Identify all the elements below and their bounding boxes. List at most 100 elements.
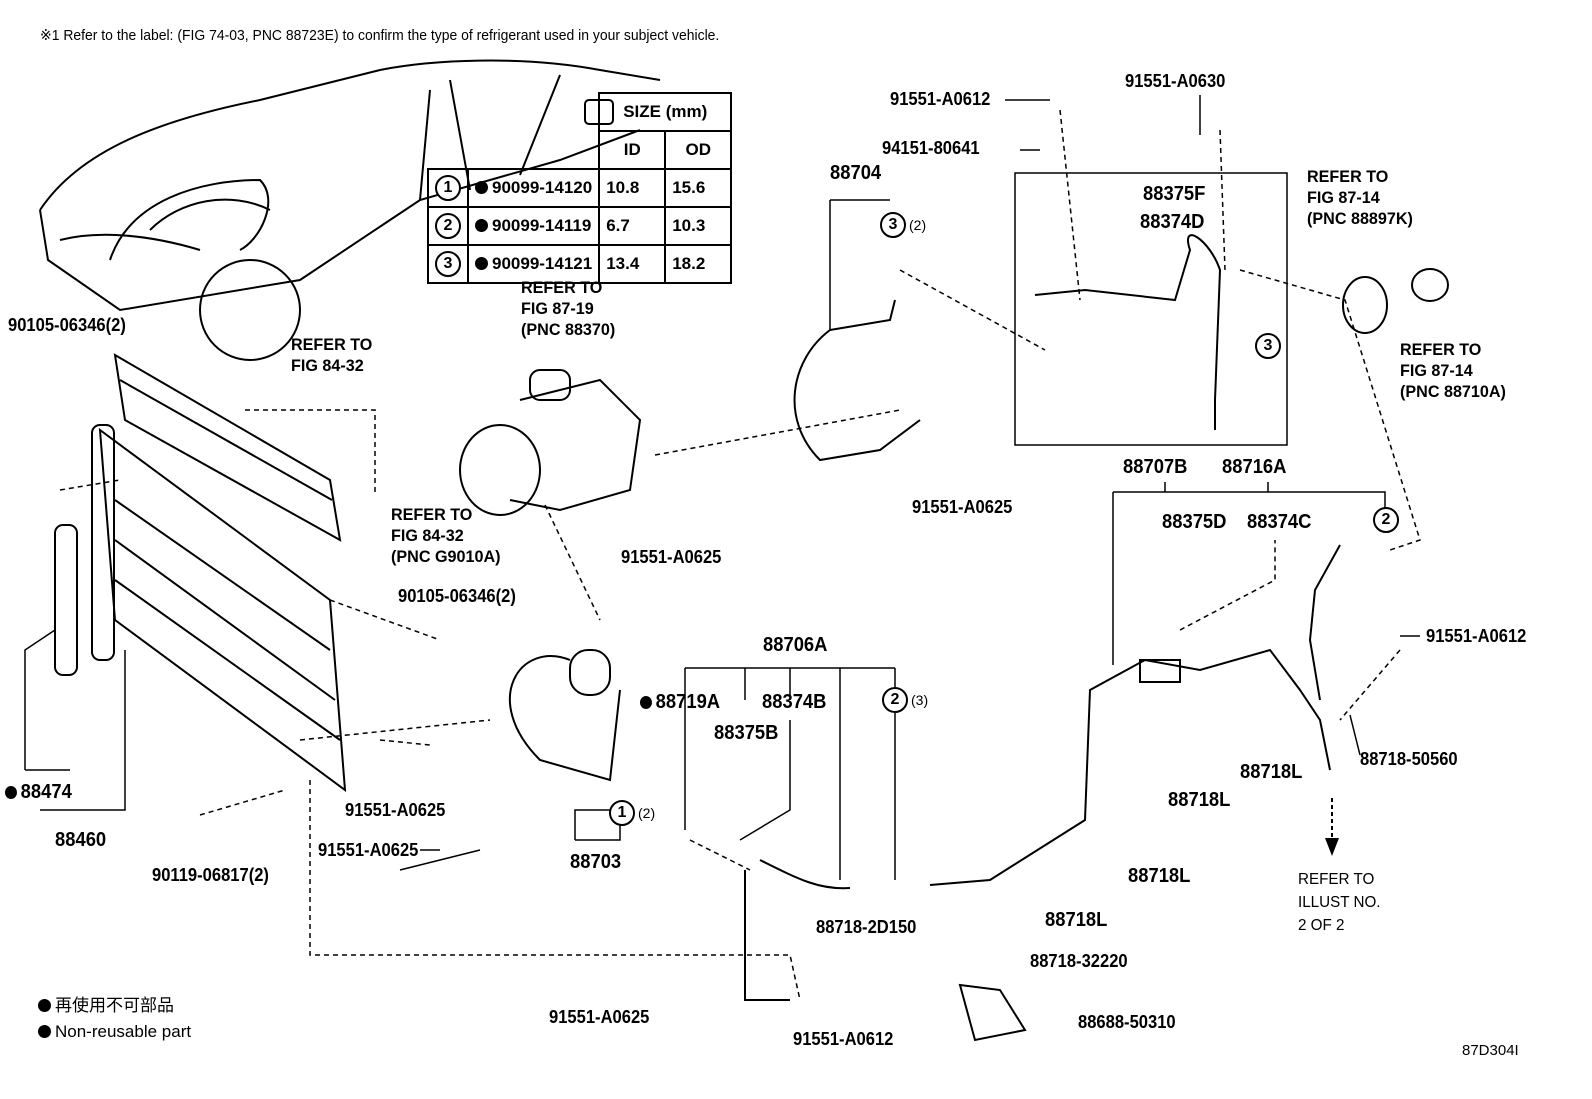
part-label[interactable]: 88374B (762, 691, 827, 713)
part-label-non-reusable[interactable]: 88474 (5, 782, 72, 802)
col-id: ID (598, 130, 667, 170)
hoses (509, 234, 1449, 1042)
part-label[interactable]: 91551-A0625 (621, 547, 722, 567)
circled-number: 3 (1255, 333, 1281, 359)
ref-line: REFER TO (1400, 340, 1482, 359)
non-reusable-dot-icon (475, 257, 488, 270)
part-label[interactable]: 90119-06817(2) (152, 865, 269, 885)
quantity: (2) (638, 805, 656, 821)
ref-line: REFER TO (291, 335, 373, 354)
part-label[interactable]: 88716A (1222, 456, 1287, 478)
row-ref: 3 (435, 251, 461, 277)
part-label[interactable]: 88718-50560 (1360, 749, 1458, 769)
ref-line: (PNC G9010A) (391, 547, 501, 566)
non-reusable-dot-icon (475, 181, 488, 194)
part-label[interactable]: 88688-50310 (1078, 1012, 1176, 1032)
leader-lines (24, 95, 1420, 880)
circled-number: 3 (880, 212, 906, 238)
reference-fig-84-32[interactable]: REFER TO FIG 84-32 (291, 334, 372, 376)
part-label[interactable]: 88718L (1128, 865, 1191, 887)
col-od: OD (664, 130, 733, 170)
part-number: 90099-14121 (492, 254, 593, 273)
circled-ref: 2 (1373, 507, 1399, 533)
ref-line: FIG 87-14 (1307, 188, 1380, 207)
table-row: 1 90099-14120 10.8 15.6 (427, 168, 733, 208)
inner-diameter: 10.8 (598, 168, 667, 208)
part-label[interactable]: 88375D (1162, 511, 1227, 533)
circled-ref: 2(3) (882, 687, 928, 713)
part-number: 88719A (655, 691, 721, 713)
row-ref: 2 (435, 213, 461, 239)
part-label[interactable]: 88707B (1123, 456, 1188, 478)
part-label[interactable]: 88718-2D150 (816, 917, 917, 937)
part-label[interactable]: 88718L (1045, 909, 1108, 931)
part-label[interactable]: 91551-A0630 (1125, 71, 1226, 91)
part-label[interactable]: 88718L (1168, 789, 1231, 811)
ref-line: REFER TO (1307, 167, 1389, 186)
part-number: 90099-14119 (492, 216, 592, 235)
compressor (459, 369, 642, 516)
part-number: 88474 (20, 781, 72, 803)
ref-line: FIG 84-32 (291, 356, 364, 375)
part-label[interactable]: 94151-80641 (882, 138, 980, 158)
part-label[interactable]: 91551-A0612 (1426, 626, 1527, 646)
circled-number: 2 (882, 687, 908, 713)
quantity: (3) (911, 692, 929, 708)
non-reusable-dot-icon (38, 1025, 51, 1038)
ref-line: FIG 87-14 (1400, 361, 1473, 380)
non-reusable-dot-icon (475, 219, 488, 232)
legend: 再使用不可部品 Non-reusable part (38, 993, 191, 1045)
ref-line: ILLUST NO. (1298, 894, 1381, 911)
part-label[interactable]: 88374C (1247, 511, 1312, 533)
reference-fig-84-32-g9010a[interactable]: REFER TO FIG 84-32 (PNC G9010A) (391, 504, 501, 567)
part-label[interactable]: 88718-32220 (1030, 951, 1128, 971)
part-label[interactable]: 88375F (1143, 183, 1206, 205)
part-label[interactable]: 91551-A0612 (793, 1029, 894, 1049)
legend-text: Non-reusable part (55, 1022, 192, 1041)
legend-item-en: Non-reusable part (38, 1019, 191, 1045)
part-number: 90099-14120 (492, 178, 593, 197)
quantity: (2) (909, 217, 927, 233)
part-label[interactable]: 88703 (570, 851, 622, 873)
non-reusable-dot-icon (640, 696, 652, 709)
ref-line: (PNC 88897K) (1307, 209, 1413, 228)
table-row: 3 90099-14121 13.4 18.2 (427, 244, 733, 284)
part-label[interactable]: 91551-A0625 (549, 1007, 650, 1027)
ref-line: (PNC 88370) (521, 320, 616, 339)
circled-ref: 3 (1255, 333, 1281, 359)
circled-ref: 3(2) (880, 212, 926, 238)
non-reusable-dot-icon (5, 786, 17, 799)
reference-fig-87-14-88897k[interactable]: REFER TO FIG 87-14 (PNC 88897K) (1307, 166, 1413, 229)
part-label[interactable]: 88460 (55, 829, 107, 851)
size-header: SIZE (mm) (598, 92, 733, 132)
part-label[interactable]: 91551-A0612 (890, 89, 991, 109)
ref-line: FIG 84-32 (391, 526, 464, 545)
part-label[interactable]: 90105-06346(2) (8, 315, 126, 335)
figure-id: 87D304I (1462, 1042, 1519, 1059)
part-label[interactable]: 88718L (1240, 761, 1303, 783)
part-label[interactable]: 88706A (763, 634, 828, 656)
part-label[interactable]: 91551-A0625 (345, 800, 446, 820)
part-label[interactable]: 88374D (1140, 211, 1205, 233)
part-label[interactable]: 88375B (714, 722, 779, 744)
part-label[interactable]: 88704 (830, 162, 882, 184)
circled-ref: 1(2) (609, 800, 655, 826)
circled-number: 1 (609, 800, 635, 826)
part-label-non-reusable[interactable]: 88719A (640, 692, 720, 712)
condenser (54, 424, 347, 793)
part-label[interactable]: 91551-A0625 (318, 840, 419, 860)
ref-line: REFER TO (521, 278, 603, 297)
part-label[interactable]: 90105-06346(2) (398, 586, 516, 606)
row-ref: 1 (435, 175, 461, 201)
outer-diameter: 18.2 (664, 244, 733, 284)
outer-diameter: 10.3 (664, 206, 733, 246)
dashed-guides (59, 109, 1421, 1001)
outer-diameter: 15.6 (664, 168, 733, 208)
part-label[interactable]: 91551-A0625 (912, 497, 1013, 517)
ref-line: REFER TO (391, 505, 473, 524)
arrow-down-icon (1325, 798, 1339, 856)
